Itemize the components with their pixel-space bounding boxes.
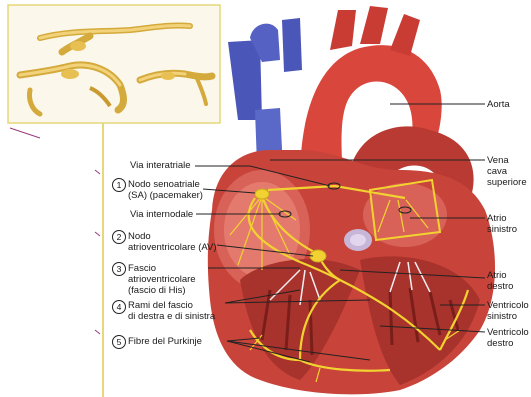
- label-number-4: 4: [112, 300, 126, 314]
- heart-illustration: [208, 6, 495, 394]
- label-atrio-destro: Atrio destro: [487, 270, 513, 292]
- label-fascio-his: Fascio atrioventricolare (fascio di His): [128, 263, 196, 296]
- label-vena-cava: Vena cava superiore: [487, 155, 527, 188]
- label-atrio-sinistro: Atrio sinistro: [487, 213, 517, 235]
- label-number-2: 2: [112, 230, 126, 244]
- sa-node: [255, 189, 269, 199]
- label-nodo-av: Nodo atrioventricolare (AV): [128, 231, 217, 253]
- label-number-1: 1: [112, 178, 126, 192]
- label-ventricolo-sinistro: Ventricolo sinistro: [487, 300, 531, 322]
- vena-cava-superior: [228, 40, 262, 120]
- label-nodo-senoatriale: Nodo senoatriale (SA) (pacemaker): [128, 179, 203, 201]
- label-number-3: 3: [112, 262, 126, 276]
- label-via-internodale: Via internodale: [130, 209, 193, 220]
- label-ventricolo-destro: Ventricolo destro: [487, 327, 531, 349]
- label-via-interatriale: Via interatriale: [130, 160, 191, 171]
- label-aorta: Aorta: [487, 99, 510, 110]
- label-number-5: 5: [112, 335, 126, 349]
- cell-inset: [8, 5, 220, 123]
- label-rami-fascio: Rami del fascio di destra e di sinistra: [128, 300, 215, 322]
- label-fibre-purkinje: Fibre del Purkinje: [128, 336, 202, 347]
